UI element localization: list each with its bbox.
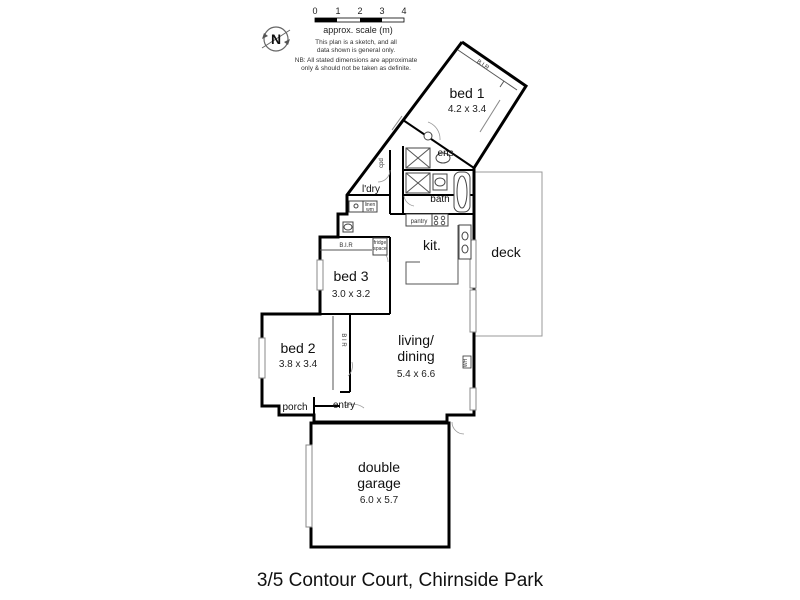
disclaimer-note: This plan is a sketch, and all data show… xyxy=(295,39,418,72)
deck-name: deck xyxy=(491,244,522,260)
bed1-name: bed 1 xyxy=(449,85,484,101)
property-address: 3/5 Contour Court, Chirnside Park xyxy=(257,570,544,591)
laundry-fixtures: linen wm xyxy=(342,200,378,233)
north-arrow: N xyxy=(261,26,291,52)
note-line: data shown is general only. xyxy=(317,47,395,54)
bir-label: B.I.R xyxy=(339,243,353,249)
ensuite-fixtures xyxy=(405,131,451,169)
ensuite-name: ens. xyxy=(438,148,457,159)
living-dim: 5.4 x 6.6 xyxy=(397,369,436,380)
bed3-dim: 3.0 x 3.2 xyxy=(332,289,371,300)
scale-tick-label: 2 xyxy=(357,6,362,16)
fridge-label: fridge xyxy=(374,240,387,246)
scale-tick-label: 1 xyxy=(335,6,340,16)
laundry-name: l'dry xyxy=(362,184,380,195)
bed2-dim: 3.8 x 3.4 xyxy=(279,359,318,370)
living-name: living/ xyxy=(398,332,434,348)
bed3-name: bed 3 xyxy=(333,268,368,284)
kitchen-name: kit. xyxy=(423,237,441,253)
scale-tick-label: 3 xyxy=(379,6,384,16)
north-label: N xyxy=(271,31,281,47)
scale-bar: 0 1 2 3 4 approx. scale (m) xyxy=(312,6,406,35)
exterior-wall xyxy=(260,40,529,424)
living-name: dining xyxy=(397,348,434,364)
scale-tick-label: 0 xyxy=(312,6,317,16)
note-line: NB: All stated dimensions are approximat… xyxy=(295,57,418,64)
windows xyxy=(258,99,501,528)
wh-label: WH xyxy=(463,358,469,367)
kitchen-fixtures xyxy=(372,213,472,285)
cpd-label: cpd xyxy=(379,158,385,168)
bathroom-fixtures xyxy=(405,171,471,213)
scale-tick-label: 4 xyxy=(401,6,406,16)
bed2-name: bed 2 xyxy=(280,340,315,356)
garage-dim: 6.0 x 5.7 xyxy=(360,495,399,506)
pantry-name: pantry xyxy=(411,219,428,225)
wm-label: wm xyxy=(366,207,374,213)
bed1-dim: 4.2 x 3.4 xyxy=(448,104,487,115)
note-line: only & should not be taken as definite. xyxy=(301,65,411,72)
garage-name: garage xyxy=(357,475,401,491)
bir-label: B I R xyxy=(340,333,346,347)
porch-name: porch xyxy=(282,402,307,413)
entry-name: entry xyxy=(333,400,355,411)
bath-name: bath xyxy=(430,194,449,205)
linen-label: linen xyxy=(365,202,376,208)
note-line: This plan is a sketch, and all xyxy=(315,39,397,46)
space-label: space xyxy=(373,246,387,252)
garage-name: double xyxy=(358,459,400,475)
interior-walls xyxy=(313,49,518,415)
scale-title: approx. scale (m) xyxy=(323,25,393,35)
room-labels: bed 1 4.2 x 3.4 ens. bath l'dry pantry k… xyxy=(279,85,522,506)
